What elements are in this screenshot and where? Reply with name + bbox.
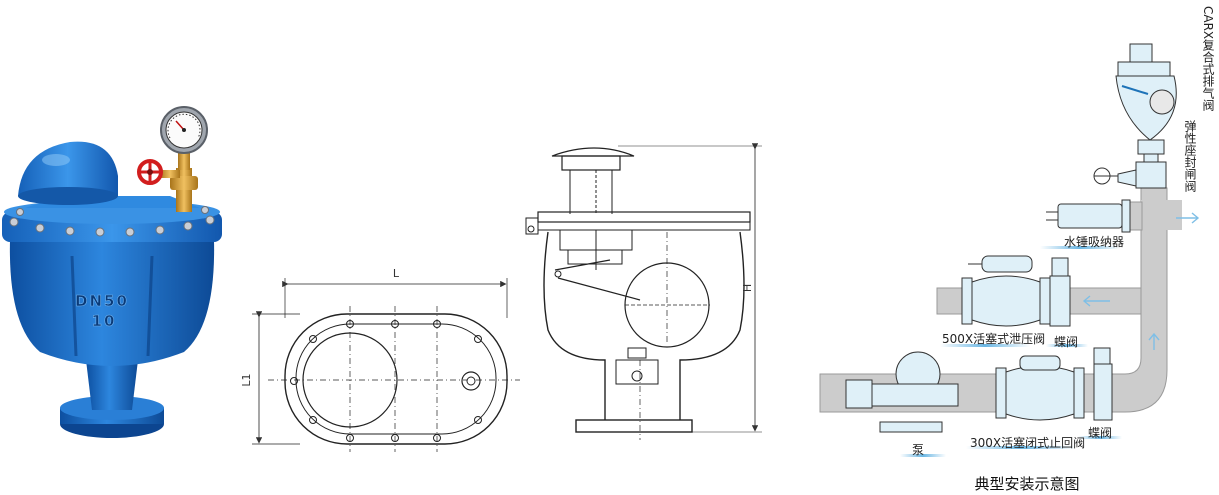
installation-diagram — [819, 43, 1200, 457]
label-butterfly-valve-lower: 蝶阀 — [1088, 425, 1112, 440]
label-pump: 泵 — [912, 443, 924, 457]
pressure-gauge-icon — [160, 106, 208, 154]
label-butterfly-valve-upper: 蝶阀 — [1054, 334, 1078, 349]
label-accent-bars — [900, 246, 1122, 457]
dimension-length-label: L — [393, 267, 400, 280]
air-release-valve-icon — [1115, 43, 1177, 163]
top-view-drawing — [252, 278, 520, 452]
gate-valve-icon — [1093, 161, 1167, 189]
section-view-drawing — [525, 143, 762, 440]
label-gate-valve: 弹性座封闸阀 — [1183, 120, 1197, 193]
label-water-hammer-arrester: 水锤吸纳器 — [1064, 234, 1124, 249]
label-relief-valve: 500X活塞式泄压阀 — [942, 331, 1045, 346]
body-marking-pn: 10 — [92, 312, 117, 330]
butterfly-valve-upper-icon — [1049, 257, 1071, 327]
check-valve-icon — [995, 355, 1085, 421]
body-marking-dn: DN50 — [75, 292, 129, 310]
pump-icon — [845, 351, 959, 433]
product-photo: DN50 10 — [2, 106, 222, 438]
relief-valve-icon — [961, 255, 1051, 327]
water-hammer-arrester-icon — [1046, 199, 1131, 233]
label-check-valve: 300X活塞闭式止回阀 — [970, 435, 1085, 450]
handwheel-icon — [137, 159, 163, 185]
label-air-release-valve: CARX复合式排气阀 — [1201, 6, 1215, 112]
installation-diagram-title: 典型安装示意图 — [974, 475, 1079, 493]
dimension-height-label: H — [741, 284, 754, 292]
butterfly-valve-lower-icon — [1093, 347, 1113, 421]
flow-arrows — [1082, 212, 1200, 350]
dimension-width-label: L1 — [240, 373, 253, 386]
